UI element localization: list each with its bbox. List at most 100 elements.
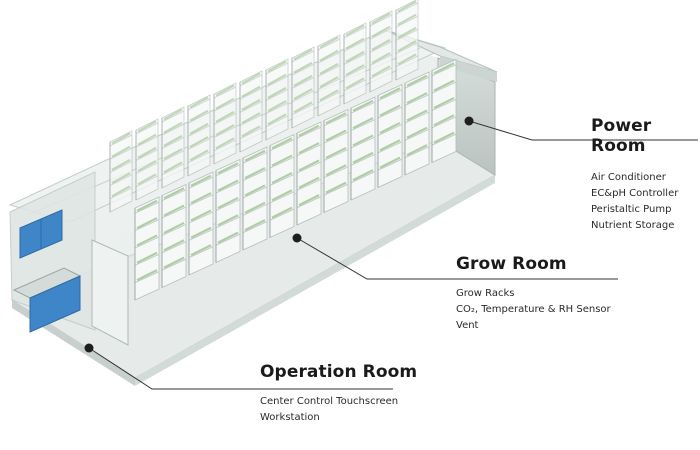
plant-row: [406, 144, 428, 157]
plant-row: [298, 194, 320, 207]
rack-shelf: [369, 14, 393, 27]
plant-row: [397, 40, 417, 53]
rack-shelf: [296, 126, 322, 139]
rack-shelf: [213, 99, 237, 112]
rack-shelf: [323, 183, 349, 196]
rack-shelf: [350, 101, 376, 114]
rack-shelf: [135, 135, 159, 148]
rack-shelf: [369, 67, 393, 80]
rack-shelf: [404, 76, 430, 89]
plant-row: [190, 209, 212, 222]
rack-shelf: [215, 216, 241, 229]
plant-row: [352, 99, 374, 112]
plant-row: [293, 101, 313, 114]
grow-room-callout: Grow Room Grow Racks CO₂, Temperature & …: [456, 254, 611, 334]
grow-room-item: Grow Racks: [456, 288, 515, 299]
rack-shelf: [135, 162, 159, 175]
plant-row: [163, 239, 185, 252]
rack-frame: [323, 108, 349, 214]
plant-row: [293, 61, 313, 74]
rack-shelf: [296, 161, 322, 174]
plant-row: [189, 122, 209, 135]
plant-row: [190, 244, 212, 257]
rack-shelf: [239, 114, 263, 127]
plant-row: [244, 149, 266, 162]
plant-row: [137, 146, 157, 159]
plant-row: [111, 172, 131, 185]
plant-row: [111, 185, 131, 198]
rack-shelf: [317, 64, 341, 77]
plant-row: [371, 12, 391, 25]
rack-shelf: [161, 223, 187, 236]
rack-shelf: [188, 194, 214, 207]
plant-row: [379, 104, 401, 117]
plant-row: [352, 134, 374, 147]
rack-shelf: [242, 186, 268, 199]
rack-shelf: [317, 51, 341, 64]
plant-row: [319, 36, 339, 49]
plant-row: [215, 124, 235, 137]
plant-row: [111, 158, 131, 171]
rack-shelf: [404, 94, 430, 107]
rack-shelf: [377, 158, 403, 171]
plant-row: [136, 269, 158, 282]
plant-row: [244, 219, 266, 232]
rack-shelf: [187, 111, 211, 124]
rack-shelf: [317, 78, 341, 91]
plant-row: [325, 146, 347, 159]
rack-shelf: [215, 164, 241, 177]
rack-shelf: [269, 191, 295, 204]
rack-shelf: [161, 136, 185, 149]
power-room-callout: Power Room Air Conditioner EC&pH Control…: [591, 116, 700, 234]
rack-shelf: [404, 111, 430, 124]
plant-row: [319, 49, 339, 62]
rack-shelf: [265, 62, 289, 75]
rack-shelf: [291, 76, 315, 89]
rack-shelf: [265, 115, 289, 128]
rack-shelf: [404, 128, 430, 141]
rack-shelf: [269, 208, 295, 221]
rack-shelf: [323, 114, 349, 127]
power-room-item: Air Conditioner: [591, 172, 666, 183]
plant-row: [136, 199, 158, 212]
rack-shelf: [187, 151, 211, 164]
plant-row: [136, 234, 158, 247]
plant-row: [298, 176, 320, 189]
rack-shelf: [239, 127, 263, 140]
rack-shelf: [369, 54, 393, 67]
rack-shelf: [242, 151, 268, 164]
rack-shelf: [161, 258, 187, 271]
plant-row: [293, 88, 313, 101]
rack-shelf: [395, 2, 419, 15]
plant-row: [345, 50, 365, 63]
rack-shelf: [343, 66, 367, 79]
rack-shelf: [242, 221, 268, 234]
plant-row: [406, 109, 428, 122]
plant-row: [244, 201, 266, 214]
power-room-item: Nutrient Storage: [591, 220, 675, 231]
plant-row: [325, 164, 347, 177]
rack-shelf: [350, 171, 376, 184]
rack-shelf: [343, 52, 367, 65]
rack-shelf: [395, 15, 419, 28]
grow-racks: [109, 0, 457, 301]
rack-shelf: [187, 98, 211, 111]
plant-row: [241, 125, 261, 138]
rack-shelf: [296, 196, 322, 209]
rack-shelf: [369, 40, 393, 53]
plant-row: [137, 173, 157, 186]
rack-shelf: [134, 236, 160, 249]
rack-frame: [161, 183, 187, 289]
plant-row: [137, 133, 157, 146]
rack-shelf: [404, 146, 430, 159]
rack-shelf: [135, 122, 159, 135]
rack-shelf: [239, 74, 263, 87]
plant-row: [241, 85, 261, 98]
blue-base-cabinet: [29, 275, 81, 333]
operation-room-item: Workstation: [260, 412, 320, 423]
rack-shelf: [109, 160, 133, 173]
plant-row: [371, 38, 391, 51]
rack-shelf: [431, 116, 457, 129]
plant-row: [136, 217, 158, 230]
